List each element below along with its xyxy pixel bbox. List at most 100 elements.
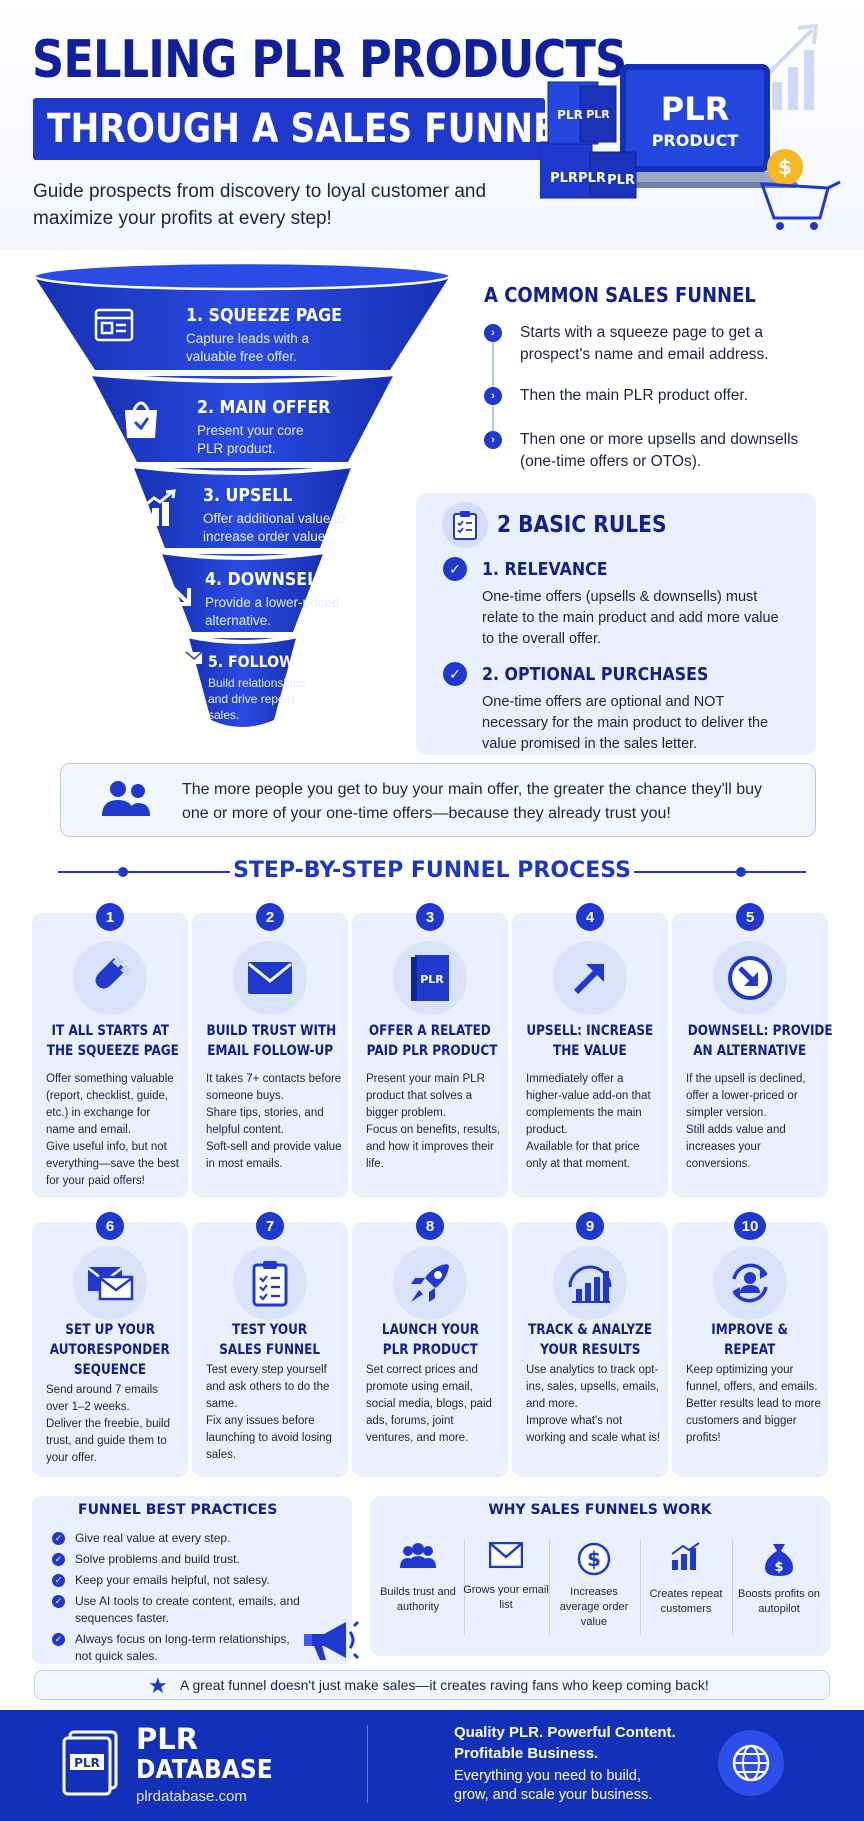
page-title-line2: THROUGH A SALES FUNNEL [47, 106, 579, 152]
funnel-stage-1-desc: Capture leads with a valuable free offer… [186, 331, 310, 364]
why-item-2: Grows your email list [462, 1541, 550, 1613]
common-funnel-item-2: › Then the main PLR product offer. [484, 385, 824, 407]
steps-section-title: STEP-BY-STEP FUNNEL PROCESS [233, 858, 631, 883]
step-title-line1: DOWNSELL: PROVIDE [687, 1023, 833, 1039]
plr-database-logo-icon: PLR [62, 1730, 118, 1796]
divider-left [58, 871, 230, 873]
rule-2-text: One-time offers are optional and NOT nec… [482, 694, 769, 752]
hero-box-label-1: PLR [557, 108, 583, 122]
svg-text:PLR: PLR [74, 1756, 100, 1770]
arrow-up-right-icon [553, 941, 627, 1015]
hero-laptop-text-2: PRODUCT [652, 131, 739, 150]
chevron-right-icon: › [484, 431, 502, 449]
footer-tagline-3: Everything you need to build, grow, and … [454, 1768, 653, 1803]
check-icon: ✓ [52, 1574, 65, 1587]
check-circle-icon: ✓ [443, 557, 467, 581]
trust-note-panel [60, 763, 816, 837]
funnel-stage-5 [189, 638, 296, 727]
divider-right [634, 871, 806, 873]
step-description: Present your main PLR product that solve… [366, 1073, 501, 1170]
trust-note-text: The more people you get to buy your main… [182, 781, 762, 822]
laptop-icon [592, 64, 798, 188]
why-item-5: $ Boosts profits on autopilot [735, 1542, 823, 1617]
footer-brand-line2: DATABASE [136, 1755, 273, 1785]
funnel-stage-2-title: 2. MAIN OFFER [197, 397, 331, 418]
rule-1-text: One-time offers (upsells & downsells) mu… [482, 589, 779, 647]
clipboard-checklist-icon [233, 1246, 307, 1320]
rule-2-title: 2. OPTIONAL PURCHASES [482, 664, 709, 685]
step-title-line2: SALES FUNNEL [219, 1342, 321, 1358]
chevron-right-icon: › [484, 387, 502, 405]
envelope-icon [233, 941, 307, 1015]
check-icon: ✓ [52, 1595, 65, 1608]
footer-tagline-1: Quality PLR. Powerful Content. [454, 1724, 676, 1741]
arrow-down-right-icon [163, 578, 191, 606]
hero-box-label-3: PLR [550, 171, 578, 186]
magnet-icon [73, 941, 147, 1015]
step-description: Use analytics to track opt-ins, sales, u… [526, 1364, 661, 1444]
why-divider [464, 1540, 465, 1635]
fans-note-panel [34, 1670, 830, 1700]
funnel-stage-3 [134, 468, 351, 548]
funnel-stage-5-text: 5. FOLLOW-UP Build relationships and dri… [208, 652, 337, 723]
funnel-stage-4-text: 4. DOWNSELL Provide a lower-priced alter… [205, 569, 345, 630]
clipboard-icon [442, 502, 488, 548]
funnel-stage-1-title: 1. SQUEEZE PAGE [186, 305, 342, 326]
page-title-line1: SELLING PLR PRODUCTS [32, 30, 627, 90]
hero-box-label-2: PLR [586, 108, 610, 121]
title-banner [33, 98, 545, 160]
check-icon: ✓ [52, 1553, 65, 1566]
why-item-1: Builds trust and authority [374, 1542, 462, 1615]
step-title-line2: PAID PLR PRODUCT [366, 1043, 498, 1059]
step-title-line1: IMPROVE & [711, 1322, 789, 1338]
list-item: ✓Always focus on long-term relationships… [52, 1631, 302, 1665]
chevron-right-icon: › [484, 324, 502, 342]
step-description: Test every step yourself and ask others … [206, 1364, 332, 1461]
funnel-stage-4 [162, 554, 323, 632]
funnel-stage-3-text: 3. UPSELL Offer additional value to incr… [203, 485, 353, 546]
rule-1-title: 1. RELEVANCE [482, 559, 608, 580]
step-title-line2: THE VALUE [553, 1043, 627, 1059]
chart-up-icon [141, 489, 176, 526]
star-icon: ★ [148, 1673, 168, 1698]
step-description: Offer something valuable (report, checkl… [46, 1073, 179, 1187]
funnel-stage-2-text: 2. MAIN OFFER Present your core PLR prod… [197, 397, 349, 458]
funnel-stage-5-desc: Build relationships and drive repeat sal… [208, 676, 306, 722]
svg-text:PLR: PLR [420, 973, 444, 986]
funnel-stage-3-desc: Offer additional value to increase order… [203, 511, 346, 544]
step-number: 9 [576, 1212, 604, 1240]
check-circle-icon: ✓ [443, 662, 467, 686]
why-divider [732, 1540, 733, 1635]
common-funnel-item-3: › Then one or more upsells and downsells… [484, 429, 824, 473]
shopping-bag-icon [125, 401, 157, 438]
emails-icon [73, 1246, 147, 1320]
step-title-line2: AN ALTERNATIVE [693, 1043, 807, 1059]
users-icon [102, 781, 150, 816]
shopping-cart-icon: $ [759, 149, 841, 230]
hero-box-label-4: PLR [578, 171, 606, 186]
growth-bars-icon [760, 23, 819, 110]
money-bag-icon: $ [765, 1544, 793, 1576]
check-icon: ✓ [52, 1532, 65, 1545]
arrow-down-right-icon [713, 941, 787, 1015]
people-group-icon [400, 1543, 436, 1568]
hero-box-label-5: PLR [607, 173, 635, 188]
footer-url[interactable]: plrdatabase.com [136, 1788, 247, 1805]
hero-illustration: PLR PRODUCT PLR PLR PLR PLR PLR $ [540, 23, 841, 230]
bar-chart-icon [671, 1542, 700, 1570]
step-description: If the upsell is declined, offer a lower… [686, 1073, 806, 1170]
step-card-10: 10 IMPROVE &REPEAT Keep optimizing your … [672, 1212, 828, 1477]
why-funnels-panel [370, 1496, 830, 1656]
best-practices-panel [32, 1496, 352, 1664]
footer-tagline-2: Profitable Business. [454, 1745, 599, 1762]
common-funnel-item-1: › Starts with a squeeze page to get a pr… [484, 322, 824, 366]
footer-divider [367, 1725, 368, 1803]
step-number: 3 [416, 903, 444, 931]
hero-laptop-text-1: PLR [661, 90, 729, 128]
funnel-stage-2-desc: Present your core PLR product. [197, 423, 304, 456]
